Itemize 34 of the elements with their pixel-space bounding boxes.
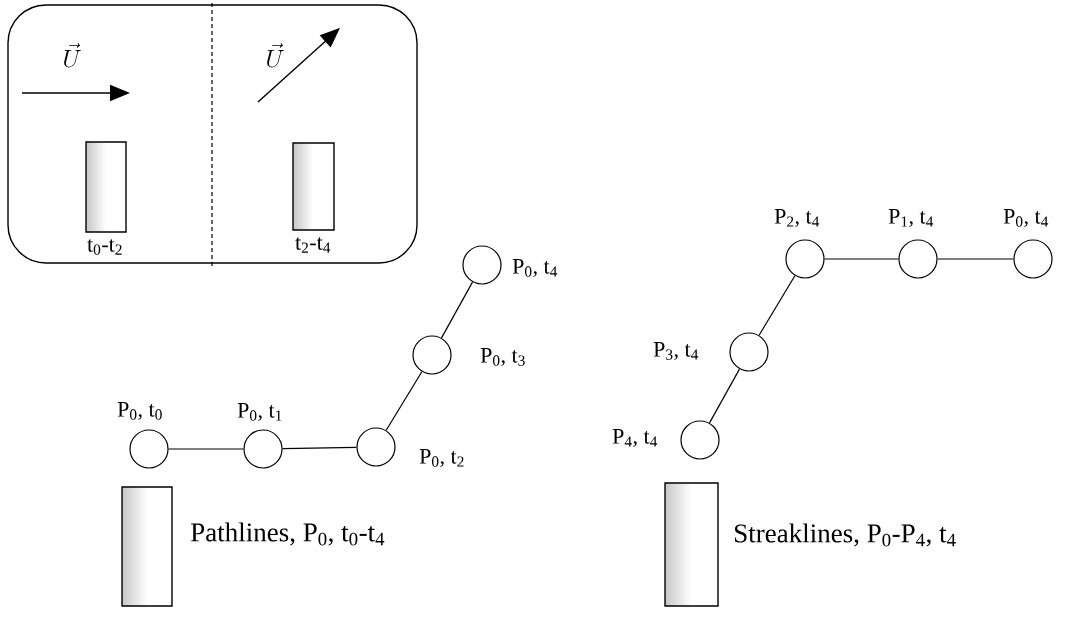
- connector-line: [168, 448, 244, 450]
- point-label: P$_{2}$, t$_{4}$: [774, 209, 820, 227]
- marker-circle: [356, 427, 396, 467]
- marker-circle: [412, 335, 452, 375]
- connector-line: [758, 275, 796, 336]
- marker-circle: [243, 429, 283, 469]
- caption: Streaklines, P$_{0}$-P$_{4}$, t$_{4}$: [735, 523, 956, 547]
- connector-line: [824, 258, 899, 260]
- point-label: P$_{0}$, t$_{0}$: [117, 402, 162, 420]
- point-label: P$_{0}$, t$_{2}$: [419, 449, 464, 467]
- connector-line: [282, 446, 357, 450]
- time-range-label: t$_{2}$-t$_{4}$: [295, 237, 331, 253]
- connector-line: [385, 371, 423, 431]
- marker-circle: [729, 332, 769, 372]
- marker-circle: [1013, 239, 1053, 279]
- point-label: P$_{0}$, t$_{3}$: [480, 348, 525, 366]
- marker-circle: [898, 239, 938, 279]
- marker-circle: [462, 245, 502, 285]
- marker-circle: [785, 239, 825, 279]
- marker-circle: [680, 420, 720, 460]
- point-label: P$_{4}$, t$_{4}$: [612, 429, 658, 447]
- point-label: P$_{0}$, t$_{1}$: [237, 403, 282, 421]
- velocity-label: $\vec{U}$: [64, 42, 81, 68]
- point-label: P$_{0}$, t$_{4}$: [512, 259, 558, 277]
- caption: Pathlines, P$_{0}$, t$_{0}$-t$_{4}$: [191, 522, 385, 546]
- velocity-label: $\vec{U}$: [267, 42, 284, 68]
- point-label: P$_{3}$, t$_{4}$: [653, 342, 699, 360]
- connector-line: [440, 281, 474, 339]
- point-label: P$_{1}$, t$_{4}$: [888, 209, 934, 227]
- marker-circle: [129, 429, 169, 469]
- connector-line: [937, 258, 1014, 260]
- point-label: P$_{0}$, t$_{4}$: [1003, 209, 1049, 227]
- time-range-label: t$_{0}$-t$_{2}$: [87, 239, 122, 255]
- connector-line: [708, 368, 741, 424]
